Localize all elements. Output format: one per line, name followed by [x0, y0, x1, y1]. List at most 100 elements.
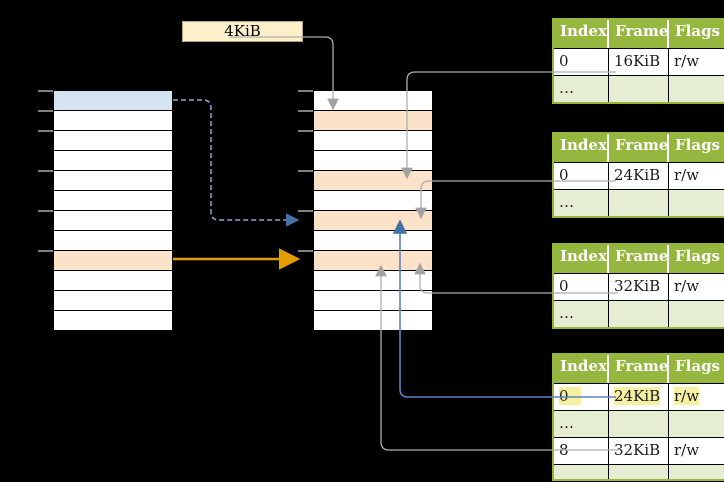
memory-row-white	[314, 131, 432, 151]
table-cell: …	[554, 465, 609, 479]
memory-row-blue	[54, 91, 172, 111]
memory-row-white	[54, 111, 172, 131]
column-header-index: Index	[554, 245, 609, 273]
table-cell	[609, 190, 669, 216]
address-tick	[298, 250, 313, 252]
column-header-frame: Frame	[609, 355, 669, 383]
memory-row-white	[314, 291, 432, 311]
table-cell	[609, 301, 669, 327]
table-cell: 32KiB	[609, 438, 669, 464]
table-cell: r/w	[674, 277, 700, 295]
memory-row-white	[314, 91, 432, 111]
table-cell	[669, 465, 724, 479]
column-header-index: Index	[554, 355, 609, 383]
table-cell	[609, 76, 669, 102]
address-tick	[298, 210, 313, 212]
table-cell	[609, 465, 669, 479]
address-tick	[298, 90, 313, 92]
column-header-frame: Frame	[609, 245, 669, 273]
memory-row-white	[54, 271, 172, 291]
memory-row-white	[314, 191, 432, 211]
table-cell: r/w	[674, 166, 700, 184]
memory-row-peach	[314, 211, 432, 231]
memory-row-white	[54, 171, 172, 191]
address-tick	[38, 130, 53, 132]
memory-row-white	[54, 191, 172, 211]
address-tick	[298, 130, 313, 132]
table-cell: …	[554, 76, 609, 102]
memory-row-white	[54, 231, 172, 251]
table-row: …	[554, 301, 724, 327]
table-cell	[669, 76, 724, 102]
left-address-ticks	[38, 90, 53, 330]
table-cell: 16KiB	[609, 49, 669, 75]
table-cell: 32KiB	[609, 274, 669, 300]
address-tick	[298, 110, 313, 112]
middle-address-ticks	[298, 90, 313, 330]
memory-row-peach	[314, 251, 432, 271]
table-row: …	[554, 465, 724, 479]
memory-row-white	[54, 131, 172, 151]
page-size-label: 4KiB	[182, 21, 303, 42]
memory-row-white	[54, 311, 172, 330]
table-cell: 0	[554, 384, 609, 410]
table-row: …	[554, 411, 724, 438]
table-cell: …	[554, 301, 609, 327]
address-tick	[38, 250, 53, 252]
table-cell: 24KiB	[609, 384, 669, 410]
column-header-flags: Flags	[675, 136, 720, 154]
address-tick	[38, 110, 53, 112]
table-cell	[669, 301, 724, 327]
table-cell: r/w	[674, 387, 700, 405]
address-tick	[38, 90, 53, 92]
column-header-frame: Frame	[609, 20, 669, 48]
left-memory-column	[53, 90, 173, 331]
table-cell: r/w	[674, 52, 700, 70]
table-cell: …	[554, 411, 609, 437]
column-header-index: Index	[554, 20, 609, 48]
table-cell: …	[554, 190, 609, 216]
table-row: …	[554, 76, 724, 102]
column-header-flags: Flags	[675, 357, 720, 375]
table-cell: 24KiB	[609, 163, 669, 189]
memory-row-peach	[54, 251, 172, 271]
column-header-index: Index	[554, 134, 609, 162]
column-header-flags: Flags	[675, 247, 720, 265]
address-tick	[38, 210, 53, 212]
memory-row-white	[314, 271, 432, 291]
table-cell: 0	[554, 49, 609, 75]
address-tick	[38, 170, 53, 172]
table-cell	[669, 190, 724, 216]
table-cell: r/w	[674, 441, 700, 459]
middle-memory-column	[313, 90, 433, 331]
memory-row-white	[54, 291, 172, 311]
memory-row-white	[54, 211, 172, 231]
column-header-flags: Flags	[675, 22, 720, 40]
table-cell: 0	[554, 274, 609, 300]
memory-row-peach	[314, 171, 432, 191]
column-header-frame: Frame	[609, 134, 669, 162]
table-cell: 0	[554, 163, 609, 189]
memory-row-white	[314, 311, 432, 330]
memory-row-peach	[314, 111, 432, 131]
address-tick	[298, 170, 313, 172]
table-cell: 8	[554, 438, 609, 464]
table-cell	[669, 411, 724, 437]
table-row: …	[554, 190, 724, 216]
memory-row-white	[314, 231, 432, 251]
memory-row-white	[54, 151, 172, 171]
